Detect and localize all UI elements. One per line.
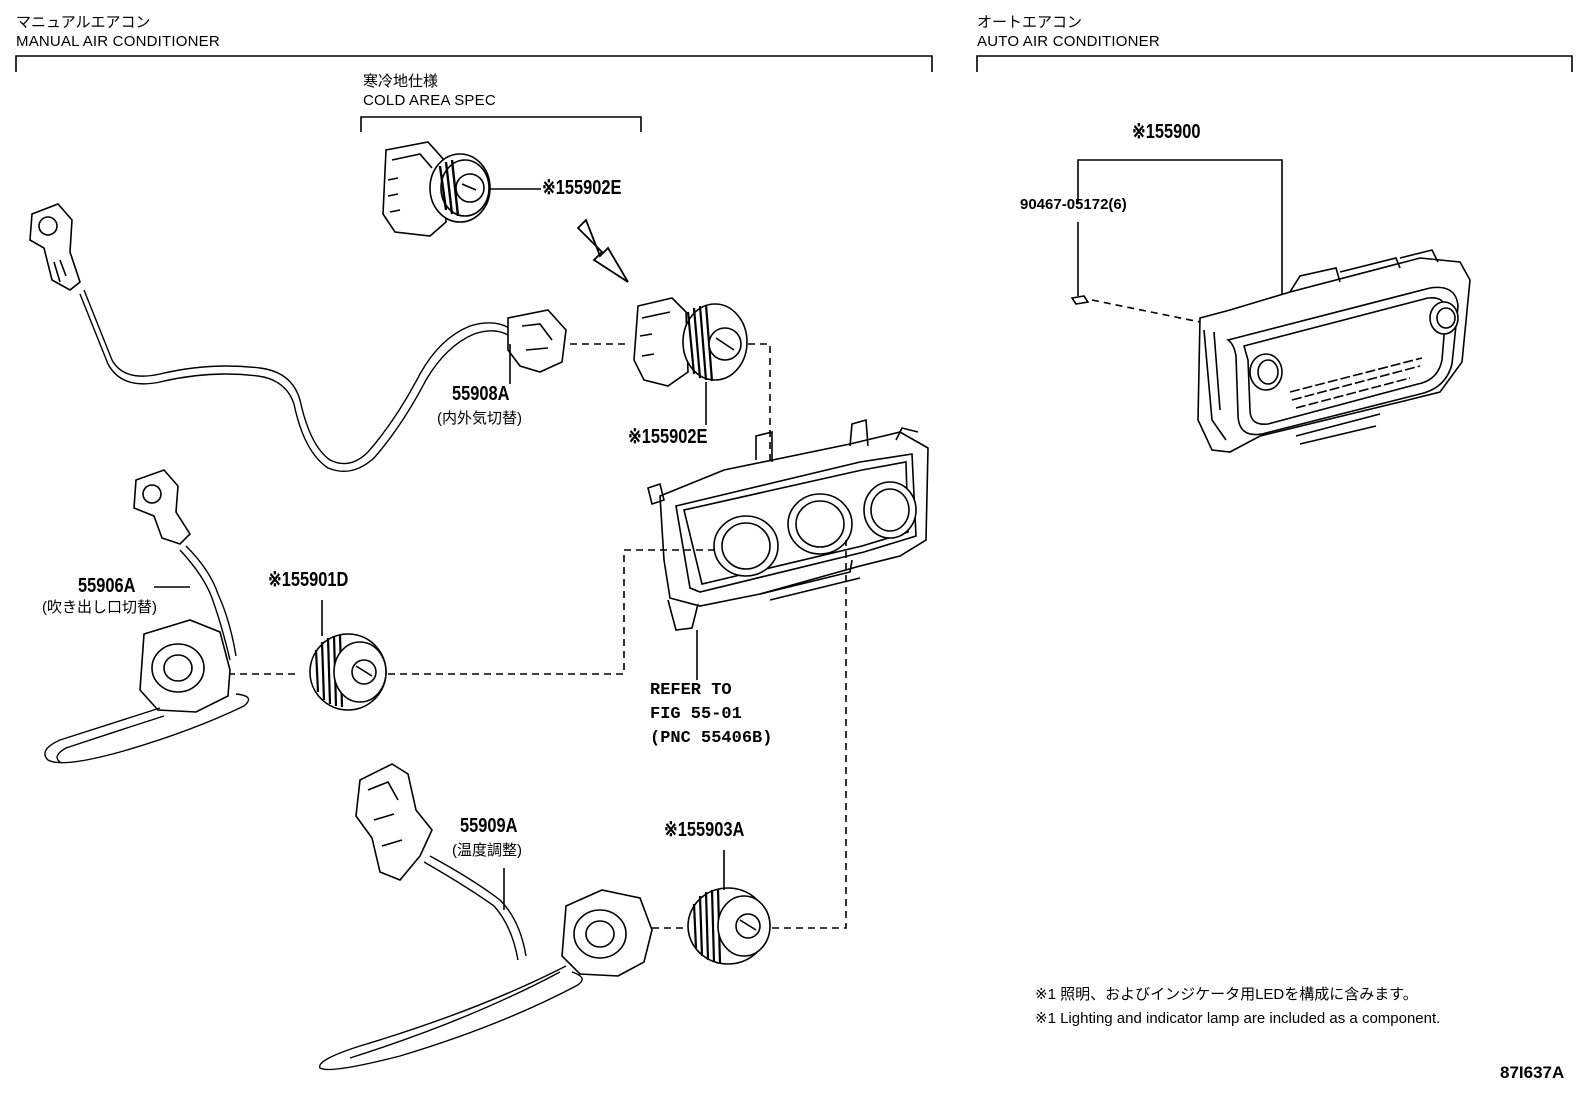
catalog-id: 87I637A: [1500, 1063, 1565, 1082]
footnote-en: ※1 Lighting and indicator lamp are inclu…: [1035, 1010, 1441, 1027]
dashed-link-55901D-panel: [388, 549, 720, 675]
screw-90467-illustration: [1070, 295, 1090, 305]
part-label-55902E-cold: ※155902E: [542, 177, 622, 199]
part-label-55908A: 55908A: [452, 383, 510, 405]
refer-line-2: FIG 55-01: [650, 705, 742, 724]
control-panel-illustration: [647, 418, 929, 631]
auto-ac-unit-illustration: [1197, 249, 1471, 453]
part-label-55906A: 55906A: [78, 575, 136, 597]
dashed-link-90467-unit: [1091, 299, 1201, 323]
part-label-55901D: ※155901D: [268, 569, 349, 591]
auto-section-bracket: [976, 55, 1573, 72]
auto-section-title-jp: オートエアコン: [977, 14, 1083, 31]
cable-55908A-illustration: [29, 203, 567, 472]
part-label-55909A: 55909A: [460, 815, 518, 837]
switch-55902E-illustration: [633, 297, 748, 387]
part-label-90467: 90467-05172(6): [1020, 196, 1127, 213]
cold-area-bracket: [360, 116, 642, 132]
dashed-link-55903A-panel: [772, 540, 847, 929]
manual-section-bracket: [15, 55, 933, 72]
refer-line-1: REFER TO: [650, 681, 732, 700]
manual-section-title-en: MANUAL AIR CONDITIONER: [16, 33, 220, 50]
part-sublabel-55906A: (吹き出し口切替): [42, 599, 157, 616]
knob-55901D-illustration: [309, 633, 387, 711]
part-label-55900: ※155900: [1132, 121, 1201, 143]
footnote-jp: ※1 照明、およびインジケータ用LEDを構成に含みます。: [1035, 986, 1418, 1003]
cable-55909A-illustration: [319, 763, 653, 1071]
part-sublabel-55909A: (温度調整): [452, 842, 522, 859]
arrow-icon: [576, 218, 629, 283]
cold-area-switch-illustration: [382, 141, 491, 237]
part-sublabel-55908A: (内外気切替): [437, 410, 522, 427]
part-label-55902E: ※155902E: [628, 426, 708, 448]
knob-55903A-illustration: [687, 887, 771, 965]
cold-area-title-jp: 寒冷地仕様: [363, 73, 439, 90]
cable-55906A-illustration: [44, 469, 250, 764]
part-label-55903A: ※155903A: [664, 819, 745, 841]
leader-bracket-55900: [1077, 159, 1283, 294]
refer-line-3: (PNC 55406B): [650, 729, 773, 748]
auto-section-title-en: AUTO AIR CONDITIONER: [977, 33, 1160, 50]
cold-area-title-en: COLD AREA SPEC: [363, 92, 496, 109]
manual-section-title-jp: マニュアルエアコン: [16, 14, 151, 31]
